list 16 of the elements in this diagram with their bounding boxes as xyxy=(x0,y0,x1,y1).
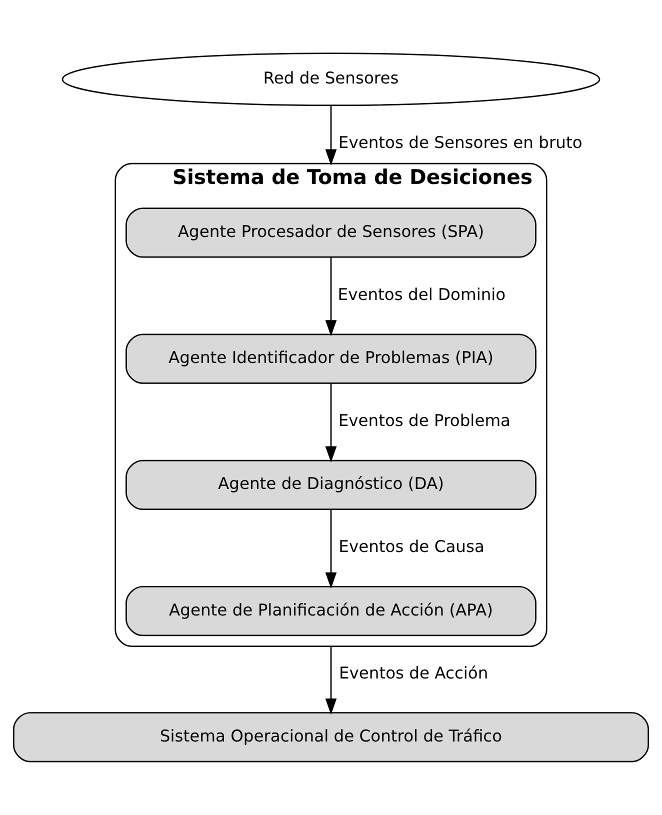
edge-label: Eventos de Acción xyxy=(338,663,488,682)
edge-label: Eventos de Problema xyxy=(338,411,511,430)
edge-label: Eventos de Sensores en bruto xyxy=(338,133,582,152)
node-box: Agente Procesador de Sensores (SPA) xyxy=(126,208,536,258)
arrow xyxy=(325,510,337,589)
node-box: Agente de Diagnóstico (DA) xyxy=(126,460,536,510)
node-box: Sistema Operacional de Control de Tráfico xyxy=(12,712,650,762)
node-ellipse: Red de Sensores xyxy=(62,52,600,106)
edge-label: Eventos del Dominio xyxy=(338,284,506,304)
node-box: Agente de Planificación de Acción (APA) xyxy=(126,586,536,636)
arrow xyxy=(325,646,337,715)
arrow xyxy=(325,257,337,336)
arrow xyxy=(325,106,337,166)
arrow xyxy=(325,383,337,462)
node-box: Agente Identificador de Problemas (PIA) xyxy=(126,334,536,384)
edge-label: Eventos de Causa xyxy=(338,537,484,556)
